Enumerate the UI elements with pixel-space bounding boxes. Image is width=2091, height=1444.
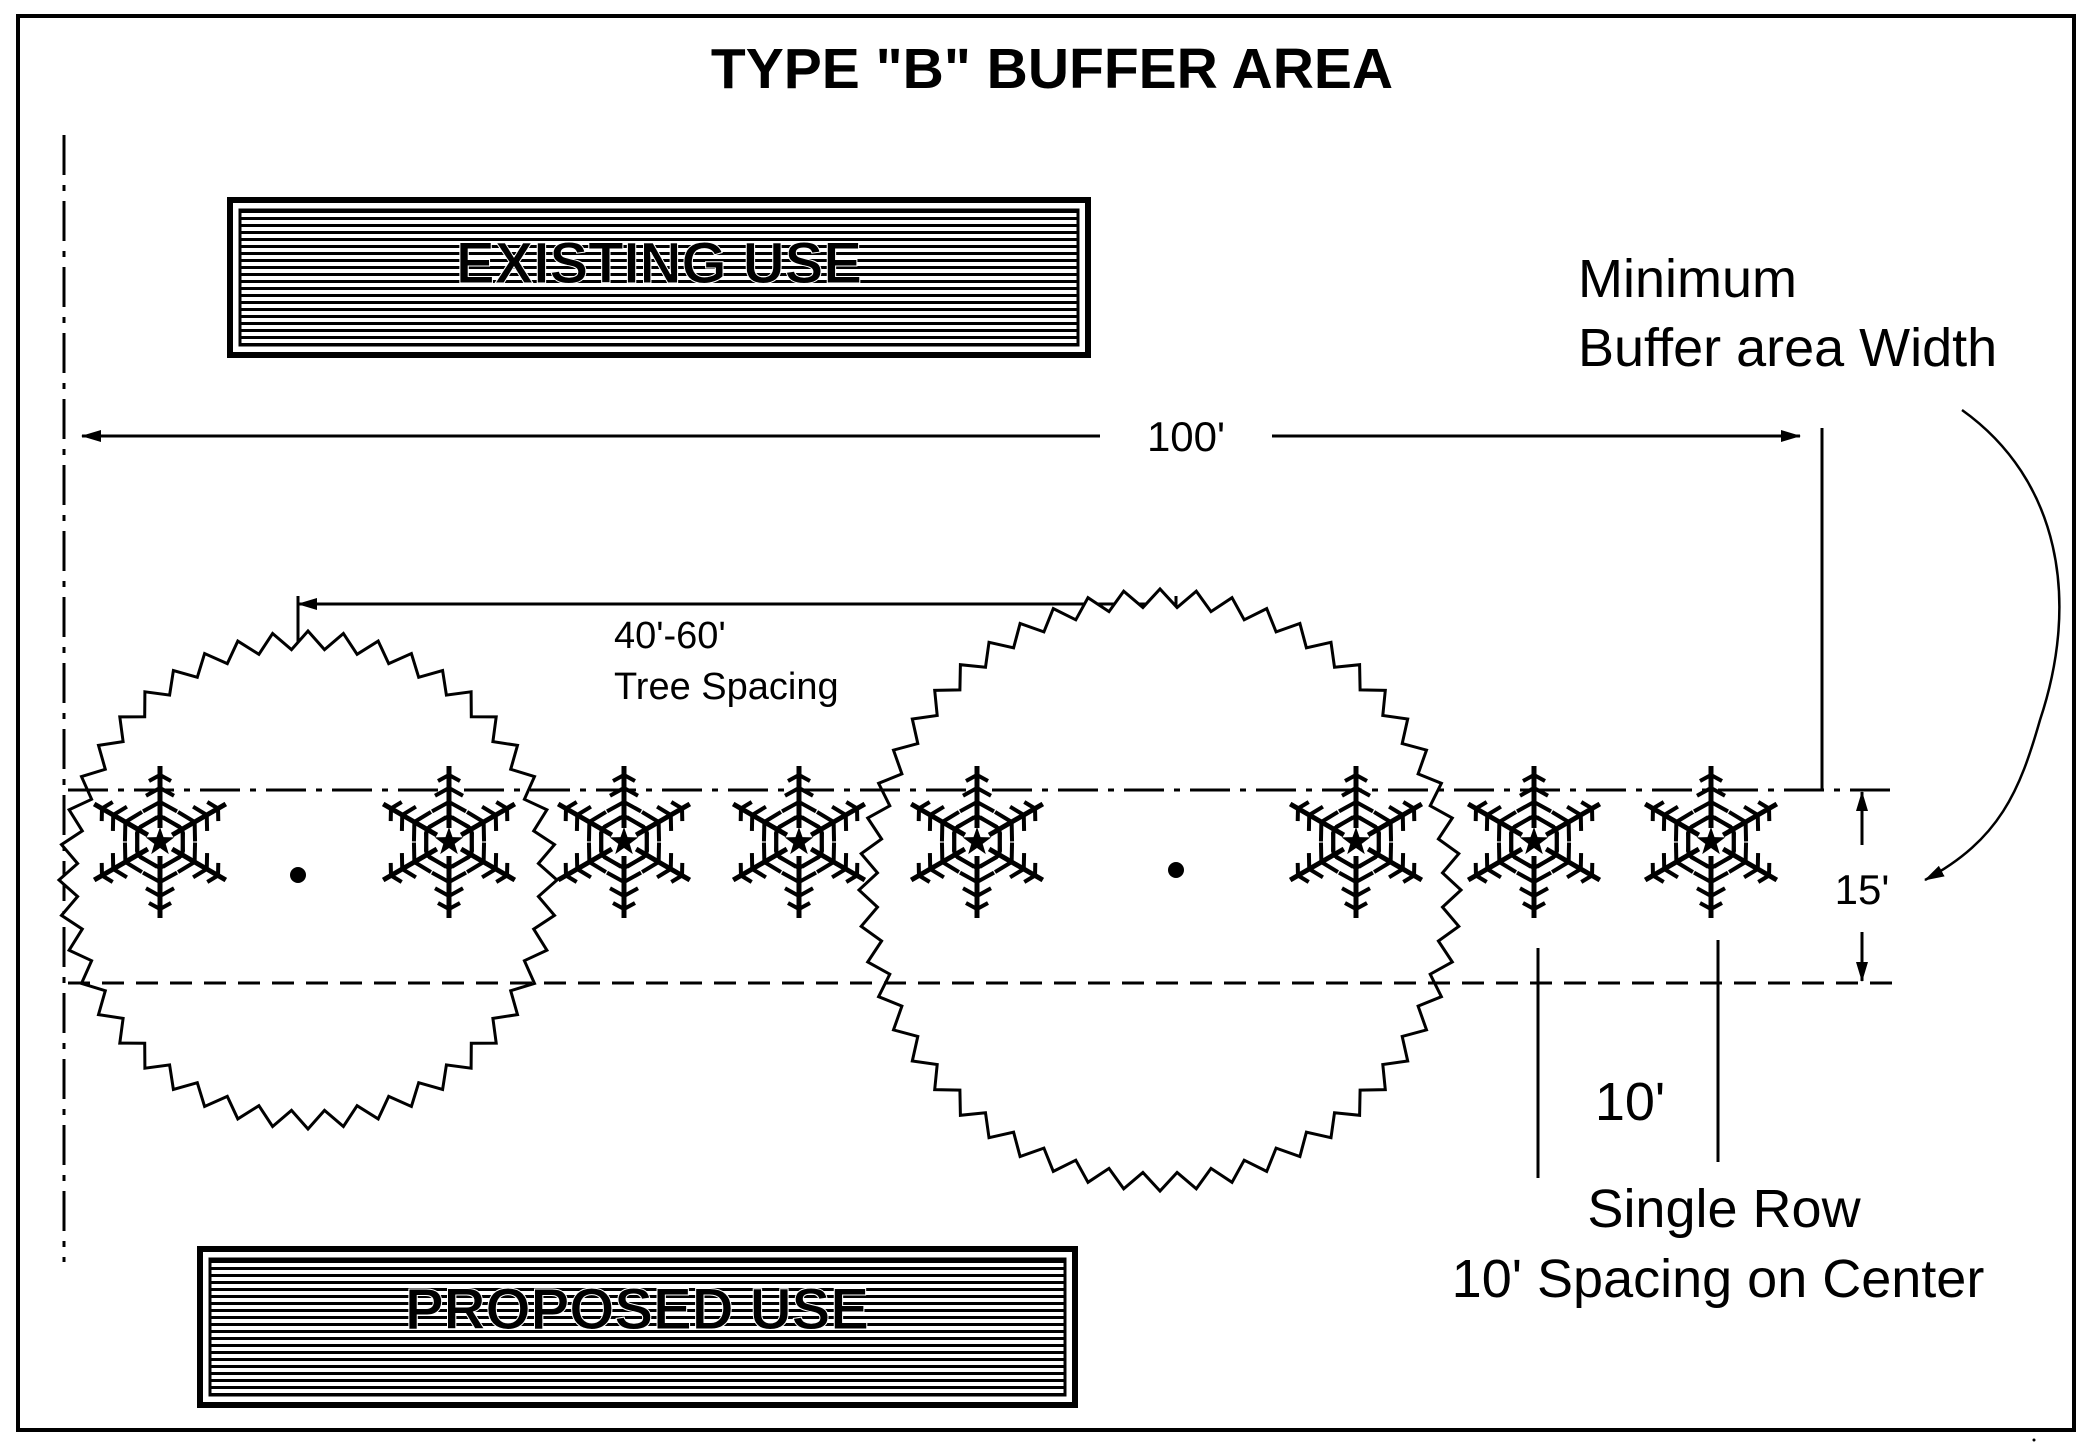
buffer-depth-label: 15': [1835, 866, 1890, 913]
tree-spacing-value: 40'-60': [614, 615, 726, 657]
proposed-use-box: PROPOSED USE: [197, 1246, 1078, 1408]
tree-canopy-icon: [56, 628, 560, 1132]
snowflake-shrub-icon: [1466, 766, 1602, 918]
existing-use-box: EXISTING USE: [227, 197, 1091, 358]
shrub-spacing-dimension: 10': [1536, 940, 1720, 1178]
buffer-length-label: 100': [1147, 413, 1225, 460]
snowflake-shrub-icon: [381, 766, 517, 918]
snowflake-shrub-icon: [731, 766, 867, 918]
outer-frame: [16, 14, 2076, 1432]
shrub-row: [92, 766, 1779, 918]
tree-canopy-icon: [856, 586, 1464, 1194]
buffer-width-label-line2: Buffer area Width: [1578, 318, 1997, 378]
proposed-use-label: PROPOSED USE: [405, 1277, 869, 1342]
shrub-row-label-line2: 10' Spacing on Center: [1452, 1249, 1985, 1309]
snowflake-shrub-icon: [556, 766, 692, 918]
existing-use-label: EXISTING USE: [456, 231, 862, 296]
buffer-depth-dimension: 15': [1835, 791, 1890, 982]
tree-canopies: [56, 586, 1464, 1194]
buffer-width-label-line1: Minimum: [1578, 249, 1797, 309]
snowflake-shrub-icon: [1288, 766, 1424, 918]
shrub-row-label-line1: Single Row: [1587, 1179, 1861, 1239]
diagram-title: TYPE "B" BUFFER AREA: [711, 37, 1393, 101]
buffer-length-dimension: 100': [81, 413, 1824, 790]
shrub-spacing-value: 10': [1595, 1072, 1665, 1132]
tree-trunk-dot-icon: [1168, 862, 1184, 878]
snowflake-shrub-icon: [92, 766, 228, 918]
scan-speck: [2032, 1438, 2036, 1442]
snowflake-shrub-icon: [1643, 766, 1779, 918]
buffer-width-pointer-arrow: [1924, 408, 2061, 882]
tree-trunk-dot-icon: [290, 867, 306, 883]
tree-spacing-label: Tree Spacing: [614, 666, 839, 708]
snowflake-shrub-icon: [909, 766, 1045, 918]
